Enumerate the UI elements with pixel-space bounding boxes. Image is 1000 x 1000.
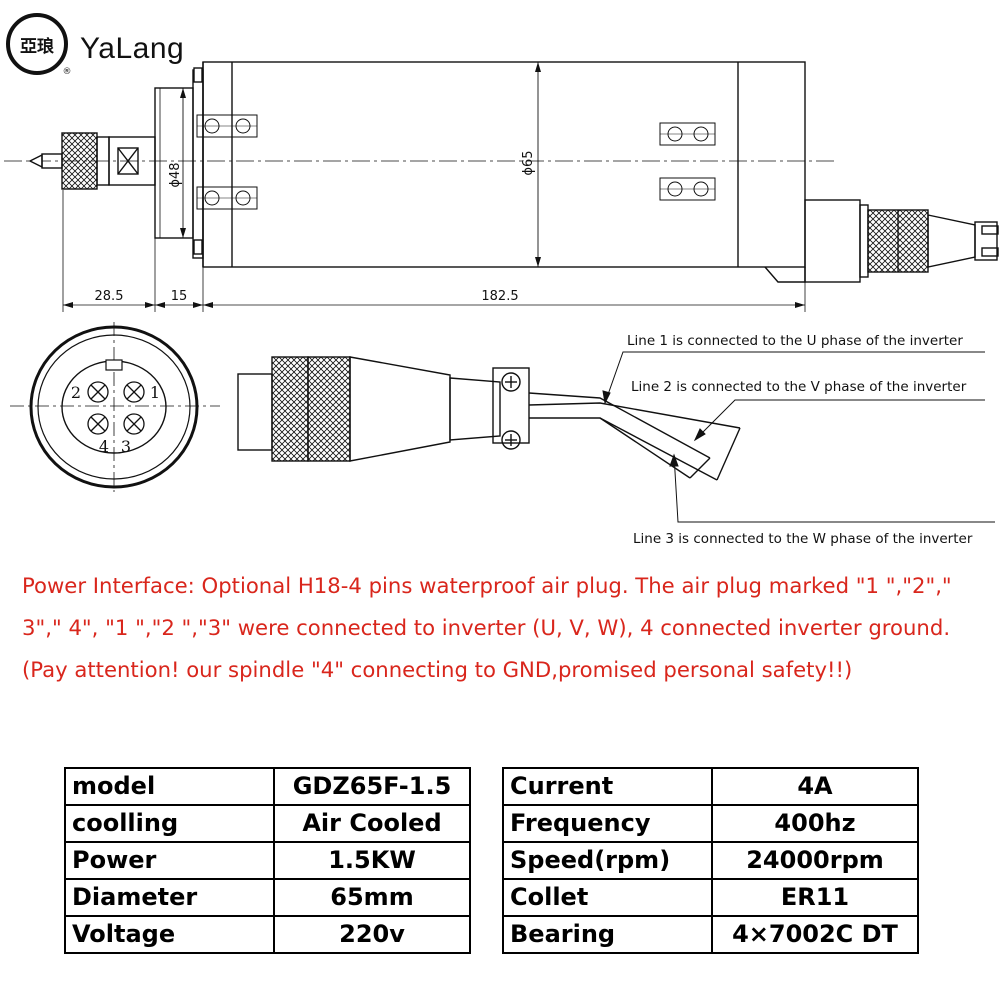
spec-value: 24000rpm — [711, 841, 919, 880]
spec-value: GDZ65F-1.5 — [273, 767, 471, 806]
dim-nose-diameter: ϕ48 — [168, 162, 183, 187]
wire-label-line-3: Line 3 is connected to the W phase of th… — [633, 531, 973, 547]
spec-key: coolling — [64, 804, 275, 843]
pin-label-2: 2 — [71, 383, 81, 402]
svg-text:®: ® — [63, 67, 72, 77]
wire-label-line-1: Line 1 is connected to the U phase of th… — [627, 333, 963, 349]
spec-key: Frequency — [502, 804, 713, 843]
spec-key: model — [64, 767, 275, 806]
dim-body-diameter: ϕ65 — [521, 150, 536, 175]
spec-value: 4×7002C DT — [711, 915, 919, 954]
spec-key: Collet — [502, 878, 713, 917]
spec-key: Current — [502, 767, 713, 806]
dim-nose-length: 28.5 — [95, 289, 124, 304]
plug-face-view — [10, 322, 220, 492]
technical-drawing: 亞琅 ® — [4, 13, 999, 547]
power-interface-note: Power Interface: Optional H18-4 pins wat… — [22, 573, 952, 682]
pin-label-3: 3 — [121, 437, 131, 456]
spec-key: Power — [64, 841, 275, 880]
spec-value: 1.5KW — [273, 841, 471, 880]
brand-seal-logo: 亞琅 ® — [6, 13, 72, 77]
spec-value: 220v — [273, 915, 471, 954]
pin-label-1: 1 — [150, 383, 160, 402]
dim-body-length: 182.5 — [481, 289, 518, 304]
spec-key: Voltage — [64, 915, 275, 954]
spec-value: 4A — [711, 767, 919, 806]
spec-value: 400hz — [711, 804, 919, 843]
spec-key: Bearing — [502, 915, 713, 954]
dim-flange-length: 15 — [171, 289, 188, 304]
pin-label-4: 4 — [99, 437, 109, 456]
svg-text:亞琅: 亞琅 — [20, 36, 54, 57]
plug-cable-view — [237, 356, 741, 481]
spec-value: ER11 — [711, 878, 919, 917]
brand-name: YaLang — [80, 32, 185, 65]
spec-key: Diameter — [64, 878, 275, 917]
spec-key: Speed(rpm) — [502, 841, 713, 880]
spec-value: 65mm — [273, 878, 471, 917]
spindle-side-view — [4, 61, 999, 312]
table-row: Speed(rpm)24000rpm — [502, 841, 919, 880]
wire-label-line-2: Line 2 is connected to the V phase of th… — [631, 379, 967, 395]
spec-value: Air Cooled — [273, 804, 471, 843]
